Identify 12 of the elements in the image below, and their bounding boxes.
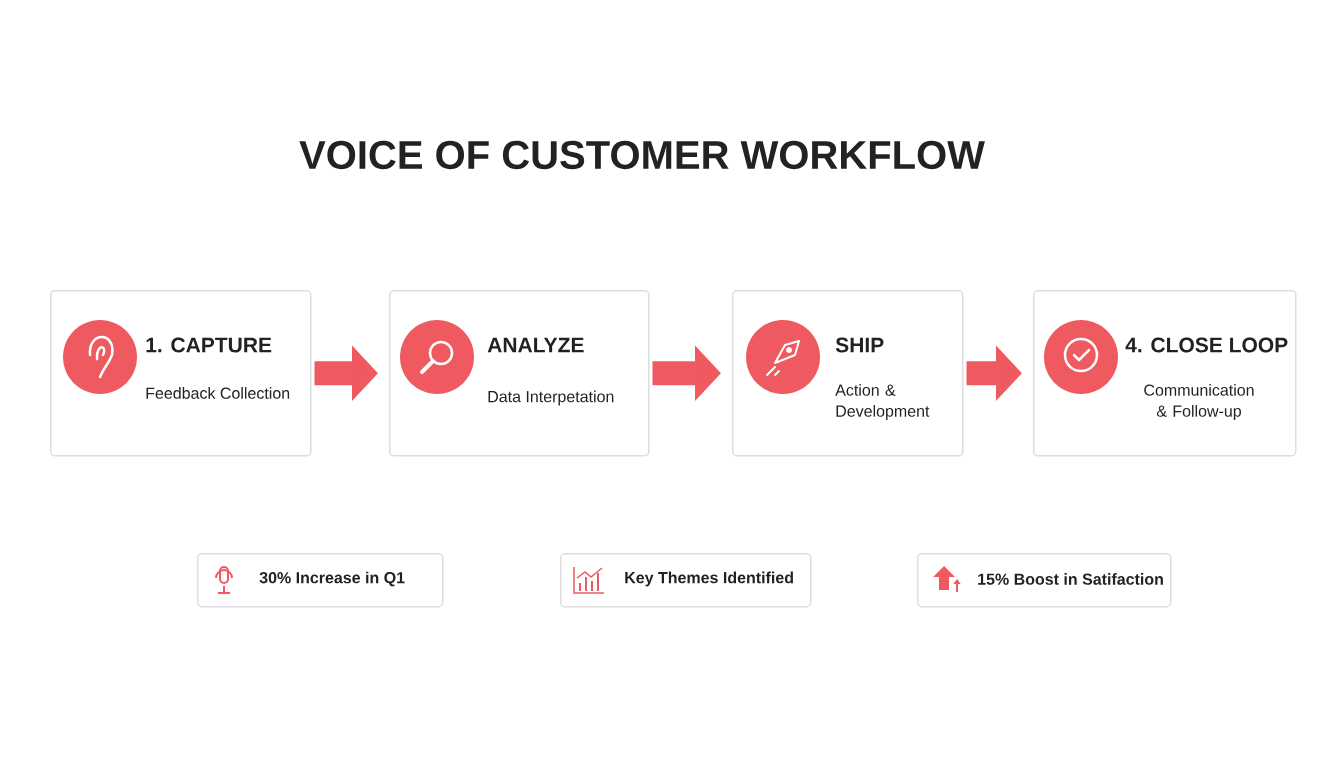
- stat-text: 30% Increase in Q1: [259, 571, 405, 587]
- stat-text: 15% Boost in Satifaction: [978, 573, 1163, 585]
- stat-text: Key Themes Identified: [625, 571, 793, 587]
- step-title: 4. CLOSE LOOP: [1125, 337, 1288, 353]
- step-description: Communication & Follow-up: [1144, 384, 1254, 420]
- step-description: Action & Development: [835, 384, 930, 420]
- title: VOICE OF CUSTOMER WORKFLOW: [299, 140, 985, 170]
- step-description: Feedback Collection: [146, 387, 290, 399]
- step-title: SHIP: [835, 337, 884, 353]
- step-title: 1. CAPTURE: [146, 337, 272, 353]
- step-description: Data Interpetation: [488, 390, 614, 406]
- step-title: ANALYZE: [487, 337, 584, 353]
